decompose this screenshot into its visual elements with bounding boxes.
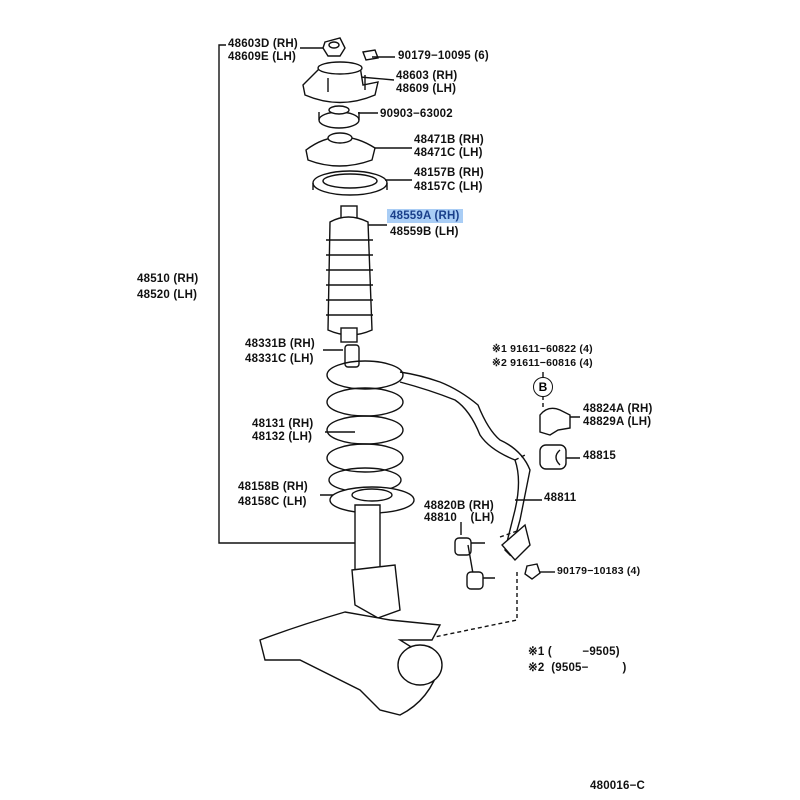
label-48157b: 48157B (RH) [414,167,484,179]
label-48609: 48609 (LH) [396,83,457,95]
figure-id: 480016−C [590,780,645,792]
lower-insulator [329,486,415,514]
bound-stopper [344,344,360,368]
label-48157c: 48157C (LH) [414,181,483,193]
note-2: ※2 (9505− ) [528,662,627,674]
upper-spring-seat [305,132,376,167]
callout-b: B [533,377,553,397]
label-48824a: 48824A (RH) [583,403,653,415]
label-48559a-highlighted[interactable]: 48559A (RH) [387,209,463,223]
label-48132: 48132 (LH) [252,431,313,443]
label-48810: 48810 (LH) [424,512,495,524]
label-48520: 48520 (LH) [137,289,198,301]
highlighted-part-number[interactable]: 48559A (RH) [387,209,463,223]
dust-boot [326,205,373,343]
label-48559b: 48559B (LH) [390,226,459,238]
assembly-bracket-line [218,44,358,544]
stabilizer-bracket [539,407,571,436]
label-90903-63002: 90903−63002 [380,108,453,120]
label-48829a: 48829A (LH) [583,416,652,428]
strut-body [259,504,443,716]
stabilizer-bar [399,371,531,562]
coil-spring [326,360,404,493]
label-48603: 48603 (RH) [396,70,458,82]
strut-support [302,61,379,104]
nut-48603d [322,37,346,57]
label-48603d: 48603D (RH) [228,38,298,50]
label-48820b: 48820B (RH) [424,500,494,512]
label-48609e: 48609E (LH) [228,51,297,63]
stabilizer-link [454,537,495,590]
label-48815: 48815 [583,450,616,462]
note-1: ※1 ( −9505) [528,646,620,658]
label-48811: 48811 [544,492,577,504]
label-48331b: 48331B (RH) [245,338,315,350]
label-90179-10183: 90179−10183 (4) [557,565,641,577]
label-48158c: 48158C (LH) [238,496,307,508]
label-48131: 48131 (RH) [252,418,314,430]
bolt-90179-10095 [362,49,379,61]
label-48510: 48510 (RH) [137,273,199,285]
stabilizer-bushing [539,444,567,470]
label-91611-60822: ※1 91611−60822 (4) [492,343,593,355]
nut-90179-10183 [524,563,541,580]
label-90179-10095: 90179−10095 (6) [398,50,489,62]
spring-insulator [312,170,388,196]
label-91611-60816: ※2 91611−60816 (4) [492,357,593,369]
bearing-90903 [318,105,360,129]
label-48471b: 48471B (RH) [414,134,484,146]
label-48331c: 48331C (LH) [245,353,314,365]
label-48158b: 48158B (RH) [238,481,308,493]
label-48471c: 48471C (LH) [414,147,483,159]
